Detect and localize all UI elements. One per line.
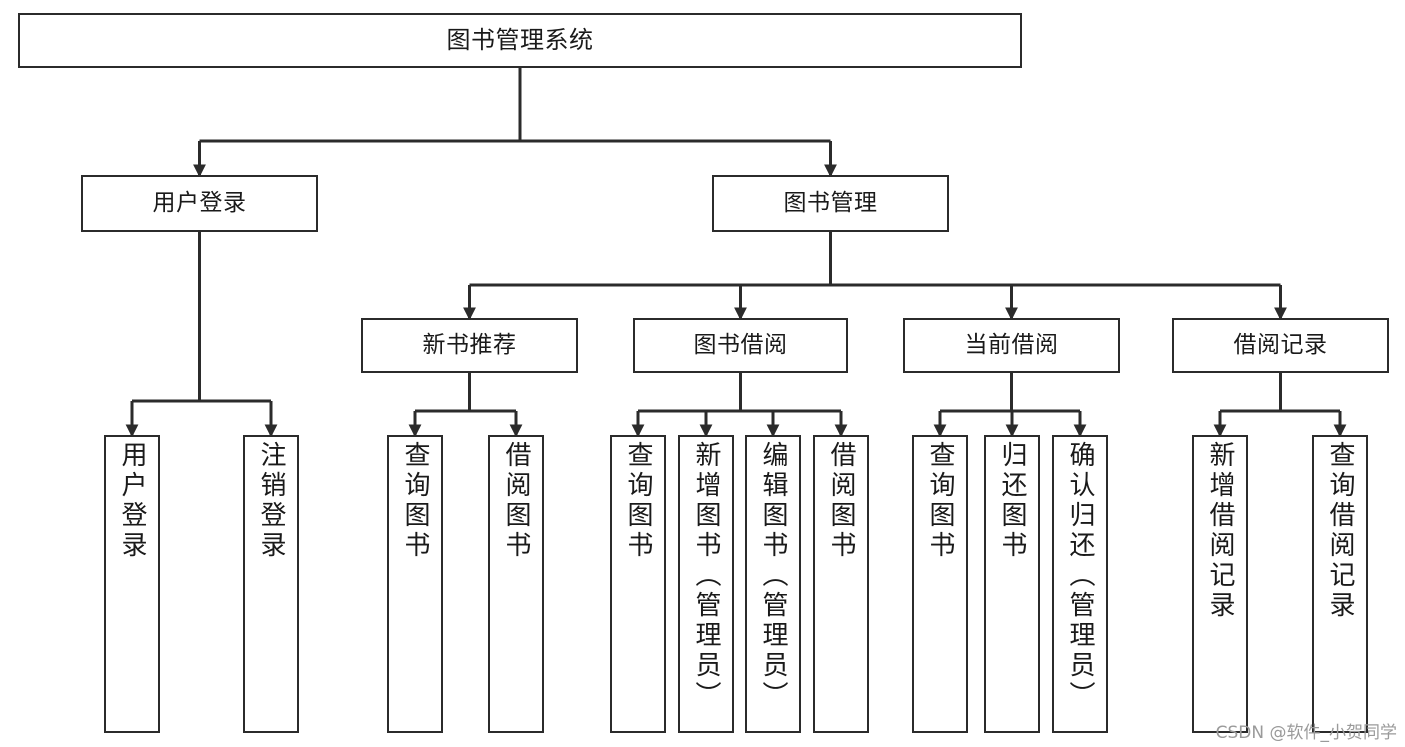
node-label: 查询图书 xyxy=(400,441,430,561)
node-label: 用户登录 xyxy=(117,441,147,561)
node-label: 新增图书（管理员） xyxy=(691,441,721,711)
node-label: 借阅记录 xyxy=(1233,331,1328,358)
node-leaf-confirm-return: 确认归还（管理员） xyxy=(1052,435,1108,733)
node-leaf-query-book-2: 查询图书 xyxy=(610,435,666,733)
node-leaf-add-record: 新增借阅记录 xyxy=(1192,435,1248,733)
node-label: 查询图书 xyxy=(623,441,653,561)
watermark-text: CSDN @软件_小贺同学 xyxy=(1215,723,1397,743)
node-label: 查询借阅记录 xyxy=(1325,441,1355,621)
node-label: 图书管理 xyxy=(783,189,878,216)
node-label: 图书管理系统 xyxy=(446,26,594,55)
node-label: 新增借阅记录 xyxy=(1205,441,1235,621)
node-current-borrow: 当前借阅 xyxy=(903,318,1120,373)
node-book-manage: 图书管理 xyxy=(712,175,949,232)
node-leaf-borrow-book-2: 借阅图书 xyxy=(813,435,869,733)
node-leaf-return-book: 归还图书 xyxy=(984,435,1040,733)
node-label: 查询图书 xyxy=(925,441,955,561)
node-leaf-user-login: 用户登录 xyxy=(104,435,160,733)
node-label: 借阅图书 xyxy=(826,441,856,561)
node-leaf-query-record: 查询借阅记录 xyxy=(1312,435,1368,733)
node-leaf-query-book-1: 查询图书 xyxy=(387,435,443,733)
node-book-borrow: 图书借阅 xyxy=(633,318,848,373)
node-label: 新书推荐 xyxy=(422,331,517,358)
node-label: 确认归还（管理员） xyxy=(1065,441,1095,711)
node-label: 归还图书 xyxy=(997,441,1027,561)
node-root: 图书管理系统 xyxy=(18,13,1022,68)
node-label: 注销登录 xyxy=(256,441,286,561)
node-borrow-record: 借阅记录 xyxy=(1172,318,1389,373)
node-leaf-edit-book: 编辑图书（管理员） xyxy=(745,435,801,733)
node-label: 当前借阅 xyxy=(964,331,1059,358)
node-leaf-logout: 注销登录 xyxy=(243,435,299,733)
node-leaf-add-book: 新增图书（管理员） xyxy=(678,435,734,733)
node-label: 用户登录 xyxy=(152,189,247,216)
node-leaf-borrow-book-1: 借阅图书 xyxy=(488,435,544,733)
node-label: 编辑图书（管理员） xyxy=(758,441,788,711)
node-user-login: 用户登录 xyxy=(81,175,318,232)
node-label: 借阅图书 xyxy=(501,441,531,561)
node-leaf-query-book-3: 查询图书 xyxy=(912,435,968,733)
node-new-book-rec: 新书推荐 xyxy=(361,318,578,373)
node-label: 图书借阅 xyxy=(693,331,788,358)
